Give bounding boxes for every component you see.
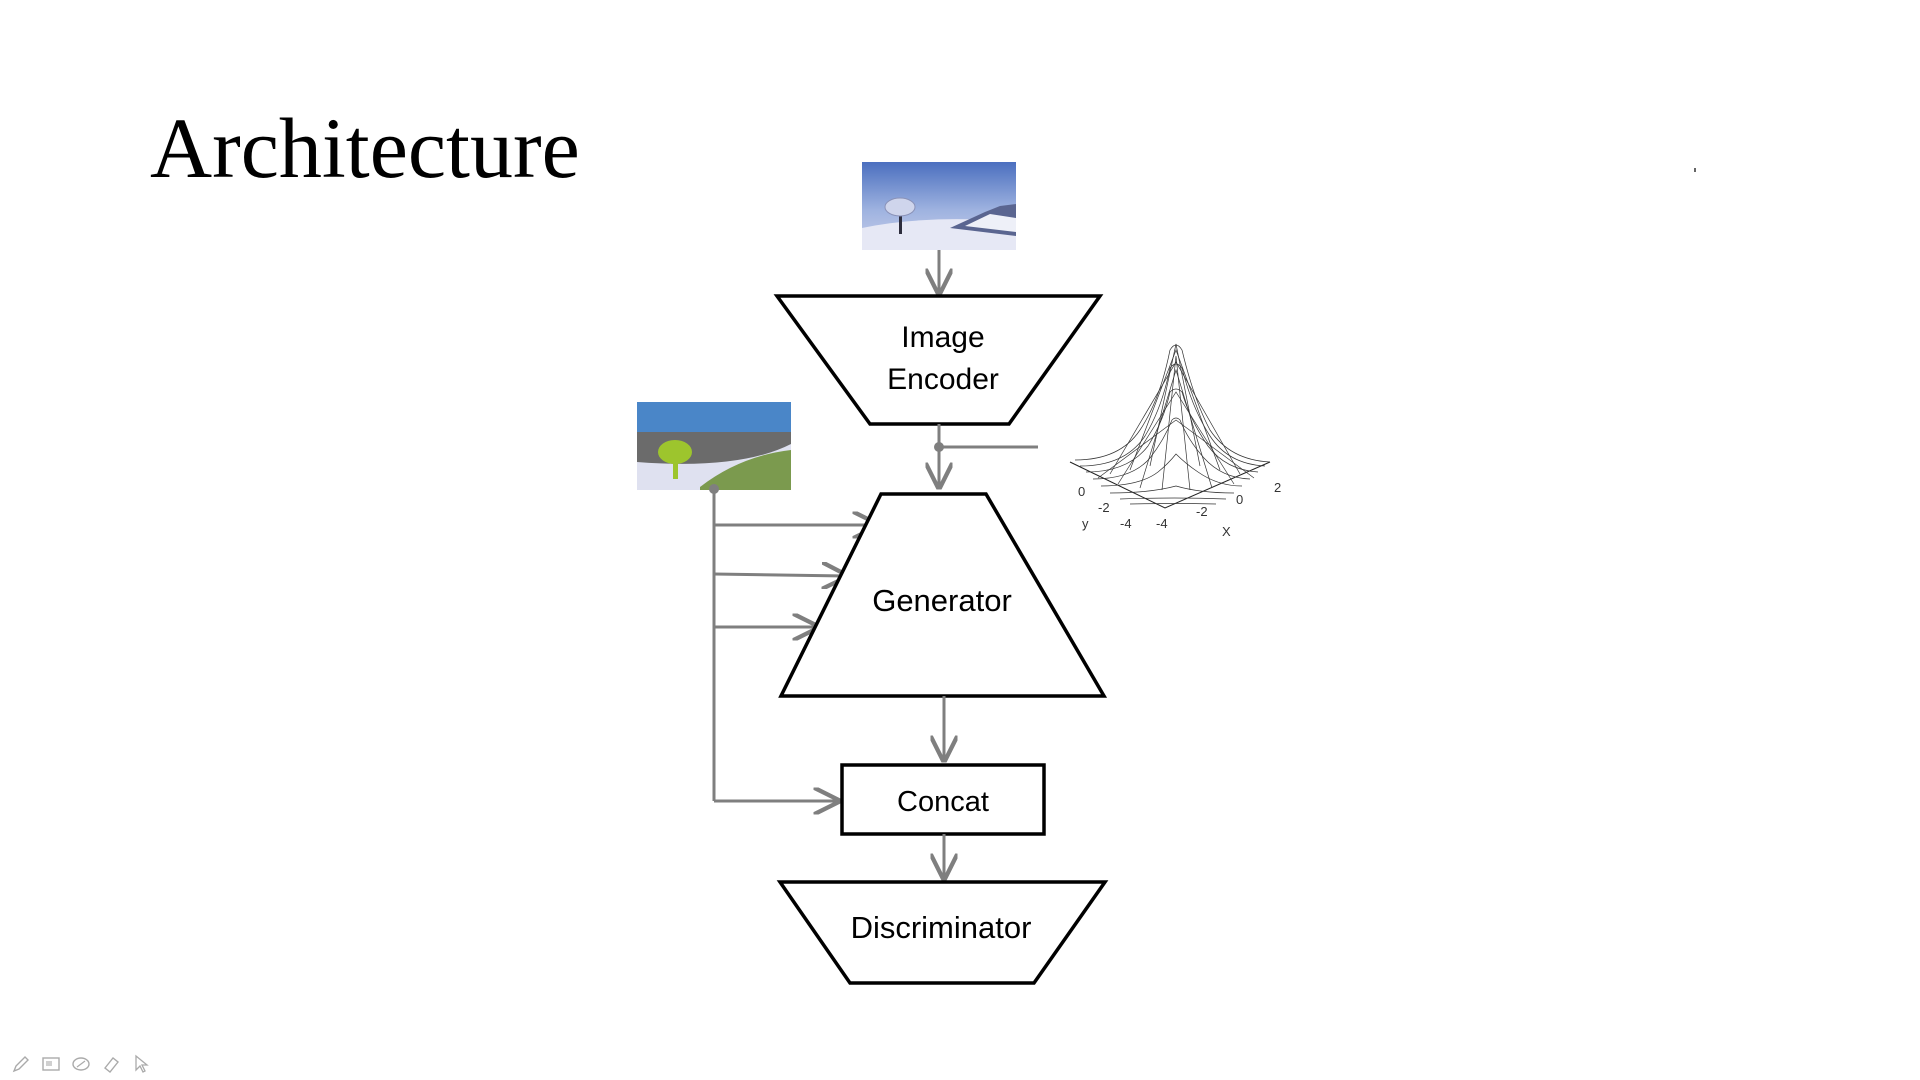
image-encoder-block: Image Encoder	[773, 294, 1104, 426]
x-tick-2: 0	[1236, 492, 1243, 507]
y-tick-2: -4	[1120, 516, 1132, 531]
input-photo-image	[862, 162, 1016, 250]
encoder-label-line2: Encoder	[887, 363, 999, 396]
x-tick-3: 2	[1274, 480, 1281, 495]
concat-block: Concat	[840, 763, 1046, 836]
generator-label: Generator	[872, 583, 1012, 618]
x-tick-0: -4	[1156, 516, 1168, 531]
gaussian-noise-plot: 0 -2 -4 y -4 -2 0 2 X	[1069, 343, 1281, 539]
y-tick-0: 0	[1078, 484, 1085, 499]
segmentation-map-image	[637, 402, 791, 490]
pen-icon[interactable]	[10, 1053, 32, 1075]
y-tick-1: -2	[1098, 500, 1110, 515]
x-axis-label: X	[1222, 524, 1231, 539]
presentation-toolbar	[10, 1053, 152, 1075]
y-axis-label: y	[1082, 516, 1089, 531]
concat-label: Concat	[897, 786, 989, 818]
discriminator-label: Discriminator	[851, 910, 1032, 945]
encoder-label-line1: Image	[901, 321, 984, 354]
eraser-icon[interactable]	[70, 1053, 92, 1075]
x-tick-1: -2	[1196, 504, 1208, 519]
arrow-seg-to-generator-2	[713, 574, 846, 576]
slide-icon[interactable]	[40, 1053, 62, 1075]
discriminator-block: Discriminator	[776, 880, 1109, 985]
highlighter-icon[interactable]	[100, 1053, 122, 1075]
slide-title: Architecture	[150, 100, 580, 196]
pointer-icon[interactable]	[130, 1053, 152, 1075]
generator-block: Generator	[778, 492, 1108, 698]
stray-mark	[1694, 168, 1696, 172]
